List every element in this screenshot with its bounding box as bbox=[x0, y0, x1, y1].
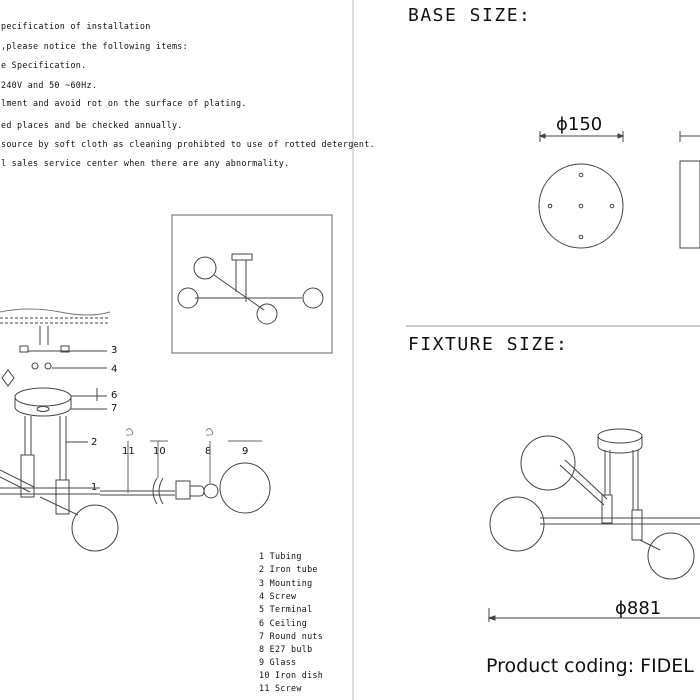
parts-list-item: 10 Iron dish bbox=[259, 670, 324, 680]
note-line: l sales service center when there are an… bbox=[1, 158, 290, 168]
note-line: ed places and be checked annually. bbox=[1, 120, 183, 130]
callout-3: 3 bbox=[111, 345, 118, 356]
note-line: lment and avoid rot on the surface of pl… bbox=[1, 98, 247, 108]
exploded-assembly-drawing bbox=[0, 308, 271, 552]
note-line: e Specification. bbox=[1, 60, 87, 70]
parts-list-item: 2 Iron tube bbox=[259, 564, 318, 574]
parts-list-item: 11 Screw bbox=[259, 683, 302, 693]
fixture-size-heading: FIXTURE SIZE: bbox=[408, 334, 569, 355]
parts-list-item: 6 Ceiling bbox=[259, 618, 308, 628]
parts-list-item: 4 Screw bbox=[259, 591, 297, 601]
callout-6: 6 bbox=[111, 390, 118, 401]
parts-list-item: 7 Round nuts bbox=[259, 631, 324, 641]
fixture-width-label: ϕ881 bbox=[615, 598, 662, 619]
base-plate-top-view bbox=[538, 163, 624, 249]
note-line: pecification of installation bbox=[1, 21, 151, 31]
fixture-size-drawing bbox=[487, 428, 700, 622]
base-size-drawing bbox=[538, 131, 700, 249]
base-size-heading: BASE SIZE: bbox=[408, 5, 532, 26]
parts-list-item: 8 E27 bulb bbox=[259, 644, 313, 654]
parts-list-item: 9 Glass bbox=[259, 657, 297, 667]
parts-list-item: 1 Tubing bbox=[259, 551, 302, 561]
callout-9: 9 bbox=[242, 446, 249, 457]
base-plate-side-view bbox=[679, 160, 700, 249]
parts-list-item: 5 Terminal bbox=[259, 604, 313, 614]
callout-10: 10 bbox=[153, 446, 166, 457]
callout-7: 7 bbox=[111, 403, 118, 414]
base-diameter-label: ϕ150 bbox=[556, 114, 603, 135]
note-line: 240V and 50 ~60Hz. bbox=[1, 80, 98, 90]
note-line: source by soft cloth as cleaning prohibt… bbox=[1, 139, 375, 149]
callout-2: 2 bbox=[91, 437, 98, 448]
callout-4: 4 bbox=[111, 364, 118, 375]
note-line: ,please notice the following items: bbox=[1, 41, 188, 51]
callout-8: 8 bbox=[205, 446, 212, 457]
fixture-preview-thumbnail bbox=[171, 214, 333, 354]
parts-list-item: 3 Mounting bbox=[259, 578, 313, 588]
product-coding: Product coding: FIDEL F bbox=[486, 655, 700, 677]
